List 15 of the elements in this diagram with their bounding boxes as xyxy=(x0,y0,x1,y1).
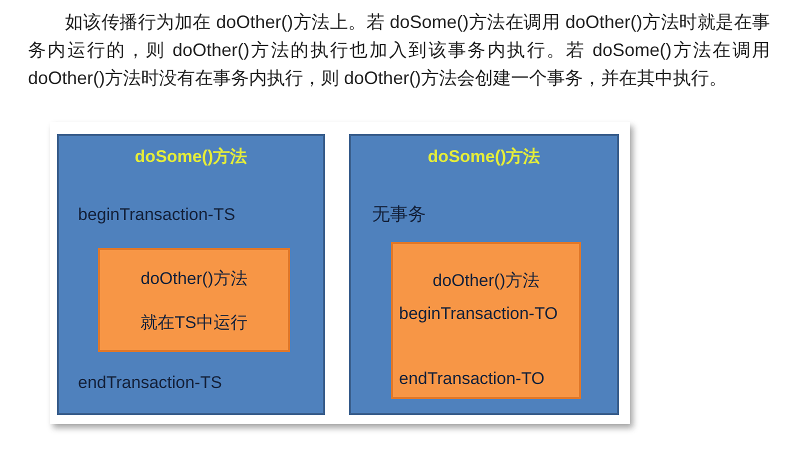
transaction-note: 就在TS中运行 xyxy=(140,313,248,333)
transaction-step: endTransaction-TS xyxy=(78,373,222,393)
transaction-note: 无事务 xyxy=(372,204,426,224)
method-title: doSome()方法 xyxy=(134,147,248,167)
transaction-step: beginTransaction-TS xyxy=(78,205,236,225)
nested-method-box xyxy=(391,242,581,399)
method-title: doSome()方法 xyxy=(426,147,542,167)
transaction-step: endTransaction-TO xyxy=(399,369,545,389)
transaction-step: beginTransaction-TO xyxy=(399,304,558,324)
nested-method-box xyxy=(98,248,290,352)
method-box xyxy=(349,134,619,415)
method-box xyxy=(57,134,325,415)
description-paragraph: 如该传播行为加在 doOther()方法上。若 doSome()方法在调用 doOther()方法时就是在事务内运行的，则 doOther()方法的执行也加入到该事务内执行。若 doSome()方法在调用doOther()方法时没有在事务内执行，则 doOther()方法会创建一个事务，并在其中执行。 xyxy=(28,11,770,90)
method-title: doOther()方法 xyxy=(432,271,540,291)
method-title: doOther()方法 xyxy=(140,269,248,289)
